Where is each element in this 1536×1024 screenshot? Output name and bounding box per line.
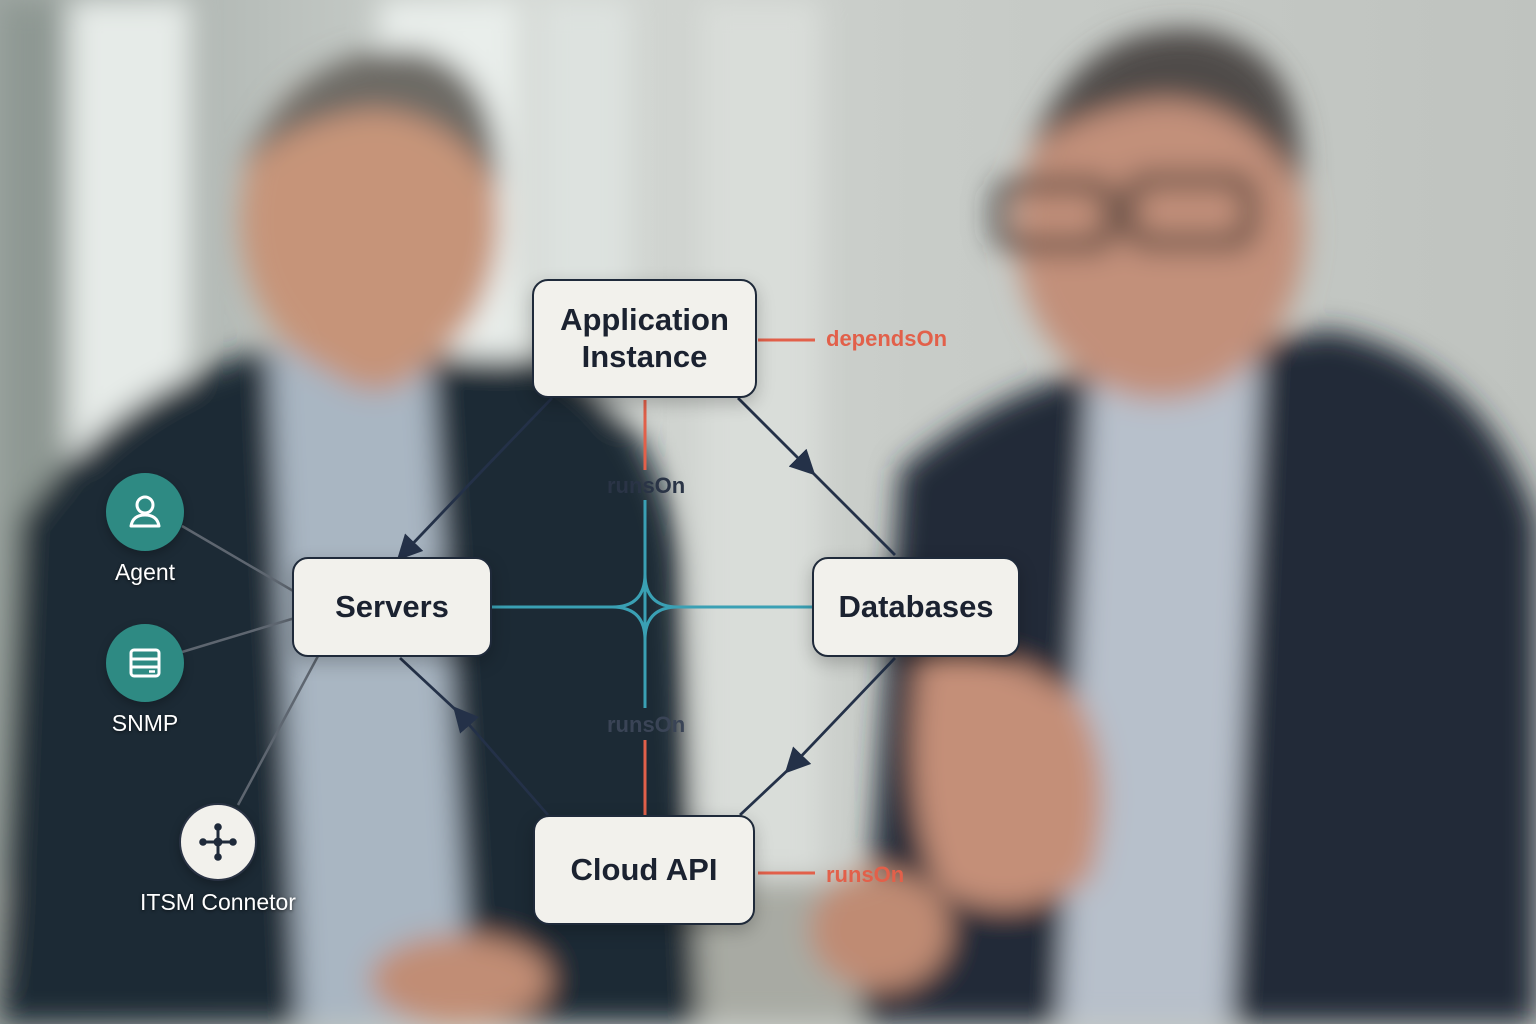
edge-cloud-to-servers-2 [399,656,459,714]
node-databases[interactable]: Databases [812,557,1020,657]
source-snmp[interactable]: SNMP [105,624,185,737]
edge-app-to-databases [737,397,816,476]
edge-databases-to-cloud-2 [739,766,791,817]
node-application-instance[interactable]: Application Instance [532,279,757,398]
connector-agent-servers [181,524,296,594]
server-icon [106,624,184,702]
edge-label-depends-on: dependsOn [826,326,948,351]
edge-app-to-databases-2 [809,469,896,556]
node-servers-label: Servers [335,588,449,624]
edge-databases-to-cloud [784,657,897,774]
source-agent[interactable]: Agent [105,473,185,586]
user-icon [106,473,184,551]
edge-label-runs-on-right: runsOn [826,862,905,887]
network-hub-icon [179,803,257,881]
edge-app-to-servers [479,397,554,473]
node-servers[interactable]: Servers [292,557,492,657]
source-agent-label: Agent [114,559,176,585]
source-itsm-label: ITSM Connetor [140,889,296,915]
source-itsm[interactable]: ITSM Connetor [118,803,318,916]
node-cloud-api[interactable]: Cloud API [533,815,755,925]
edge-cloud-to-servers [453,706,550,816]
node-application-instance-line2: Instance [581,338,708,374]
edge-label-runs-on-bottom: runsOn [607,712,686,737]
node-application-instance-line1: Application [560,301,729,337]
connector-itsm-servers [236,655,320,806]
node-databases-label: Databases [838,588,994,624]
source-snmp-label: SNMP [111,710,179,736]
connector-snmp-servers [181,616,296,654]
edge-app-to-servers-arrow [396,471,483,561]
edge-label-runs-on-top: runsOn [607,473,686,498]
node-cloud-api-label: Cloud API [570,851,718,887]
junction-star [611,573,679,641]
